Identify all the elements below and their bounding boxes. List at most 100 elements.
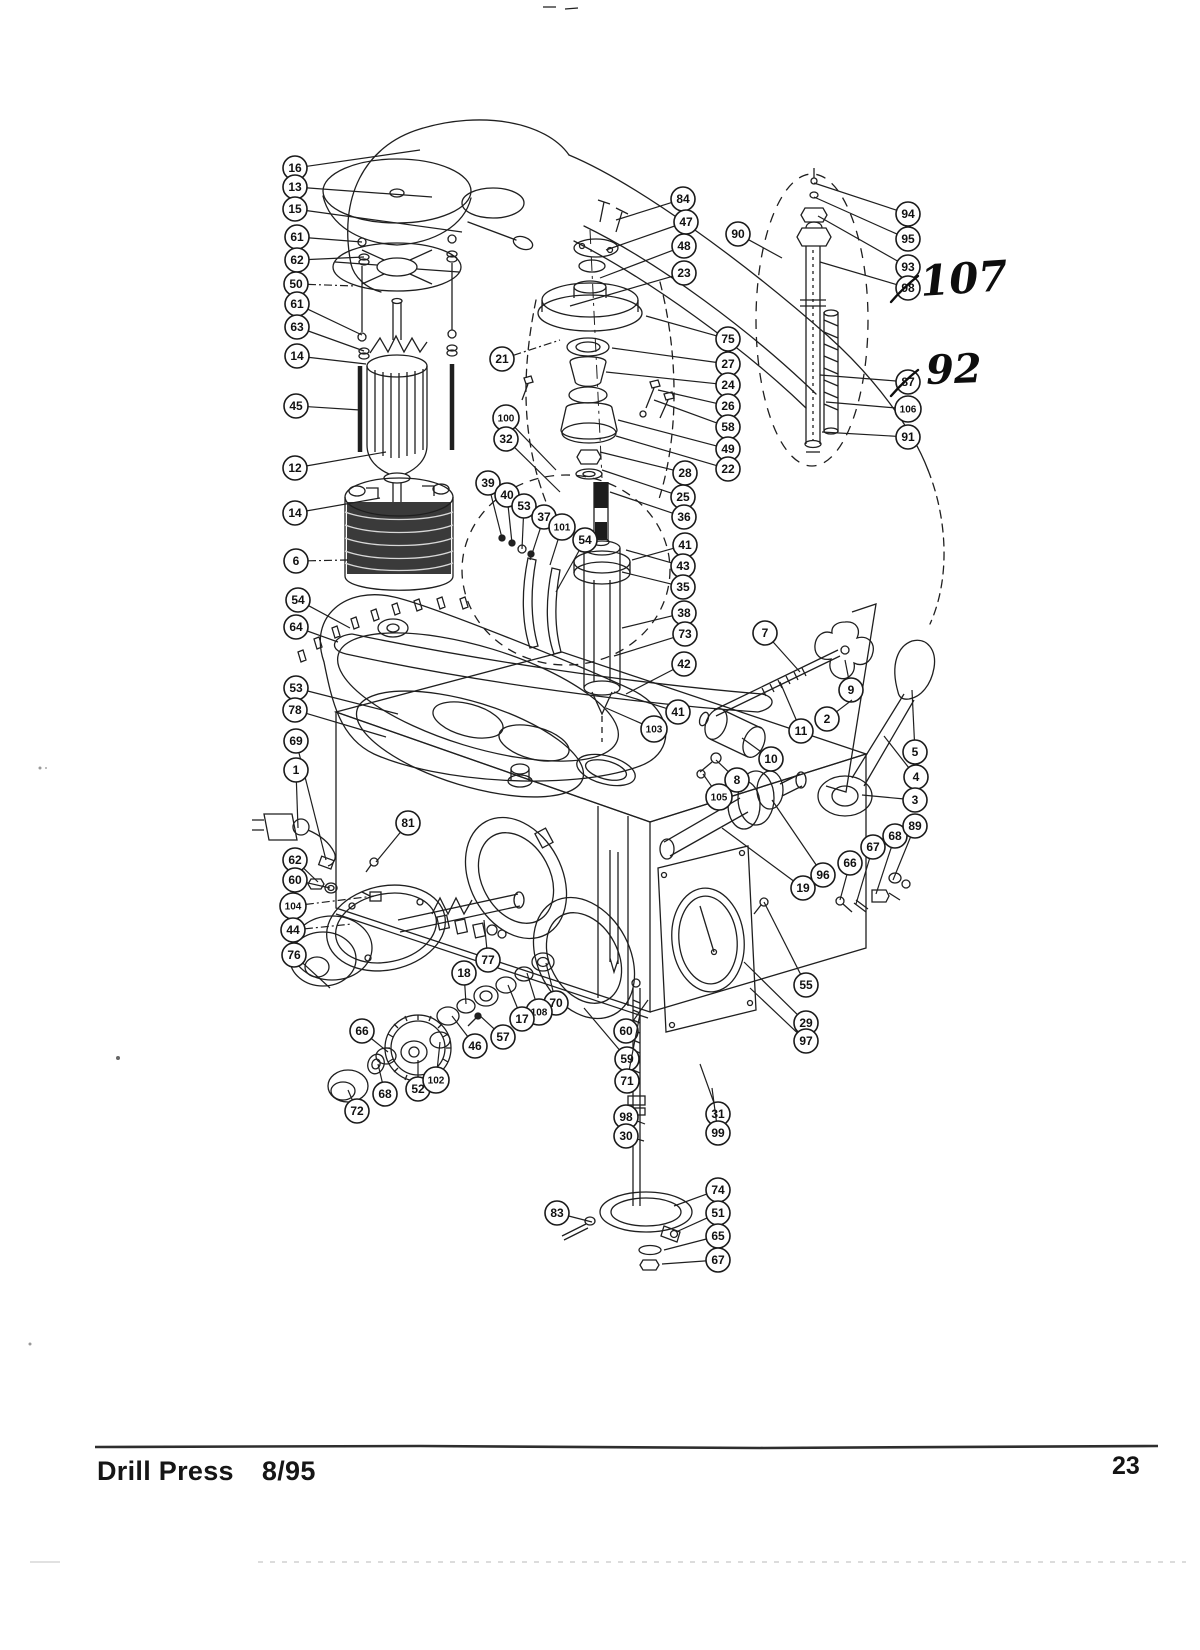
callout-circle [281,942,307,968]
callout-48: 48 [599,233,697,279]
callout-number: 60 [619,1024,633,1038]
callout-circle [283,728,309,754]
callout-14: 14 [282,497,381,526]
leader-line [308,256,365,261]
callout-number: 87 [901,375,915,389]
callout-circle [671,260,697,286]
callout-25: 25 [601,469,696,510]
callout-number: 68 [378,1087,392,1101]
leader-line [375,831,401,863]
callout-circle [838,677,864,703]
leader-line [615,435,717,467]
callout-95: 95 [813,196,921,252]
callout-number: 47 [679,215,693,229]
callout-number: 57 [496,1030,510,1044]
callout-number: 89 [908,819,922,833]
handwritten-annotation: 107 [918,251,1010,306]
callout-number: 24 [721,378,735,392]
callout-circle [282,196,308,222]
callout-57: 57 [477,1013,516,1050]
leader-line [819,261,897,286]
callout-14: 14 [284,343,367,369]
callout-number: 51 [711,1206,725,1220]
page-number: 23 [1112,1452,1140,1480]
leader-line [307,406,361,411]
footer-product-name: Drill Press [97,1456,234,1486]
callout-number: 106 [900,404,917,415]
leader-line [569,275,673,307]
callout-67: 67 [661,1247,731,1273]
callout-number: 8 [734,773,741,787]
leader-line [763,901,802,975]
callout-number: 83 [550,1206,564,1220]
callout-81: 81 [375,810,421,863]
callout-105: 105 [702,773,733,811]
callout-number: 5 [912,745,919,759]
leader-line [514,426,557,471]
callout-35: 35 [621,571,696,600]
leader-line [507,506,513,544]
callout-53: 53 [511,493,537,550]
callout-number: 81 [401,816,415,830]
leader-line [817,215,898,262]
callout-89: 89 [892,813,928,881]
callout-number: 23 [677,266,691,280]
callout-28: 28 [599,451,698,486]
leader-line [308,330,365,352]
callout-19: 19 [721,827,816,901]
leader-line [748,239,783,259]
callout-number: 62 [290,253,304,267]
callout-circle [282,455,308,481]
leader-line [625,668,674,695]
leader-line [307,283,357,287]
callout-circle [282,867,308,893]
callout-4: 4 [883,735,929,790]
callout-60: 60 [613,999,649,1044]
callout-circle [572,527,598,553]
callout-51: 51 [675,1200,731,1233]
callout-circle [280,917,306,943]
callout-3: 3 [861,787,928,813]
callout-1: 1 [283,757,309,829]
callout-93: 93 [817,215,921,280]
leader-line [507,984,518,1009]
leader-line [555,550,580,593]
leader-line [599,451,674,471]
leader-line [529,528,541,561]
callout-number: 63 [290,320,304,334]
callout-44: 44 [280,917,353,943]
callout-circle [671,651,697,677]
callout-number: 95 [901,232,915,246]
callout-13: 13 [282,174,433,200]
callout-number: 50 [289,277,303,291]
leader-line [892,836,912,881]
leader-line [621,571,672,585]
callout-24: 24 [605,371,741,398]
callout-number: 99 [711,1126,725,1140]
leader-line [464,984,467,1005]
leader-line [711,1087,717,1122]
callout-number: 72 [350,1104,364,1118]
leader-line [295,781,299,829]
callout-number: 42 [677,657,691,671]
callout-number: 31 [711,1107,725,1121]
spline-and-quill [573,229,631,742]
callout-number: 105 [711,792,728,803]
callout-circle [462,1033,488,1059]
leader-line [513,339,561,356]
callout-circle [509,1006,535,1032]
callout-number: 41 [678,538,692,552]
callout-number: 12 [288,461,302,475]
leader-line [615,202,672,221]
strike-mark [889,274,920,304]
callout-number: 70 [549,996,563,1010]
leader-line [825,401,896,409]
leader-line [844,659,850,679]
callout-99: 99 [705,1087,731,1146]
callout-42: 42 [625,651,697,695]
callout-number: 101 [554,522,571,533]
leader-line [741,737,762,753]
callout-circle [284,314,310,340]
callout-47: 47 [605,209,699,251]
